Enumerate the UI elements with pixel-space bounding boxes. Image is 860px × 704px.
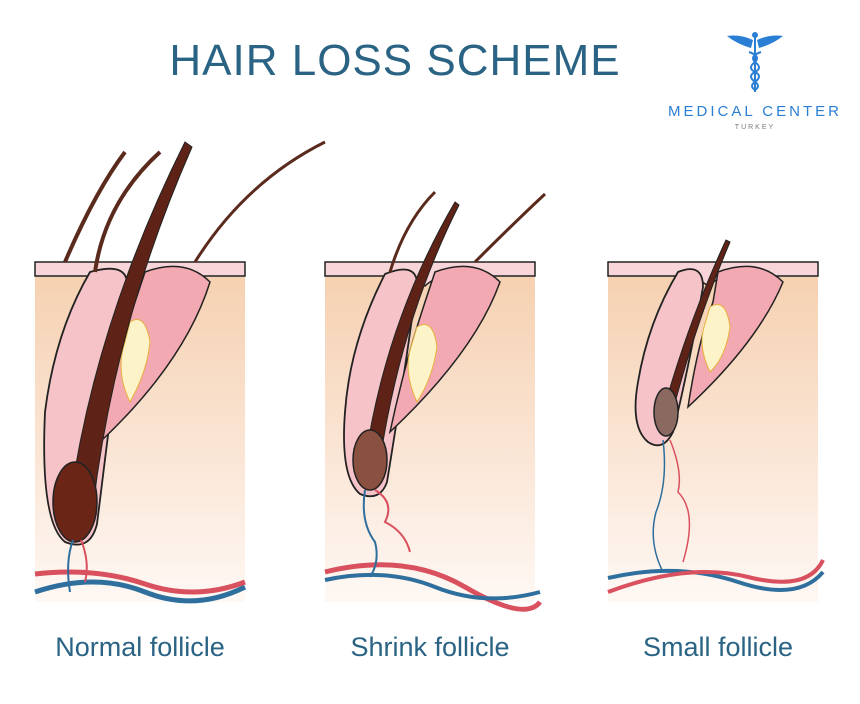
label-normal-follicle: Normal follicle (55, 632, 225, 662)
hair-shaft (662, 239, 731, 415)
vein (34, 579, 247, 604)
hair-shaft (69, 141, 193, 508)
hair-bulb (352, 429, 388, 491)
artery (607, 559, 825, 594)
page-title: HAIR LOSS SCHEME (169, 36, 621, 85)
label-shrink-follicle: Shrink follicle (350, 632, 510, 662)
logo-name: MEDICAL CENTER (668, 103, 842, 120)
panel-small-follicle (607, 239, 825, 603)
artery (324, 562, 542, 612)
logo: MEDICAL CENTER TURKEY (655, 30, 855, 131)
vein (607, 568, 825, 592)
hair-shaft (364, 201, 460, 468)
hair-bulb (52, 461, 98, 543)
vein (324, 572, 541, 601)
hair-bulb (653, 387, 679, 437)
caduceus-icon (727, 32, 783, 92)
artery (34, 569, 246, 595)
label-small-follicle: Small follicle (642, 632, 794, 662)
panel-shrink-follicle (324, 190, 547, 612)
sebaceous-gland (686, 265, 784, 410)
panel-normal-follicle (34, 140, 326, 604)
logo-subtitle: TURKEY (734, 124, 776, 131)
